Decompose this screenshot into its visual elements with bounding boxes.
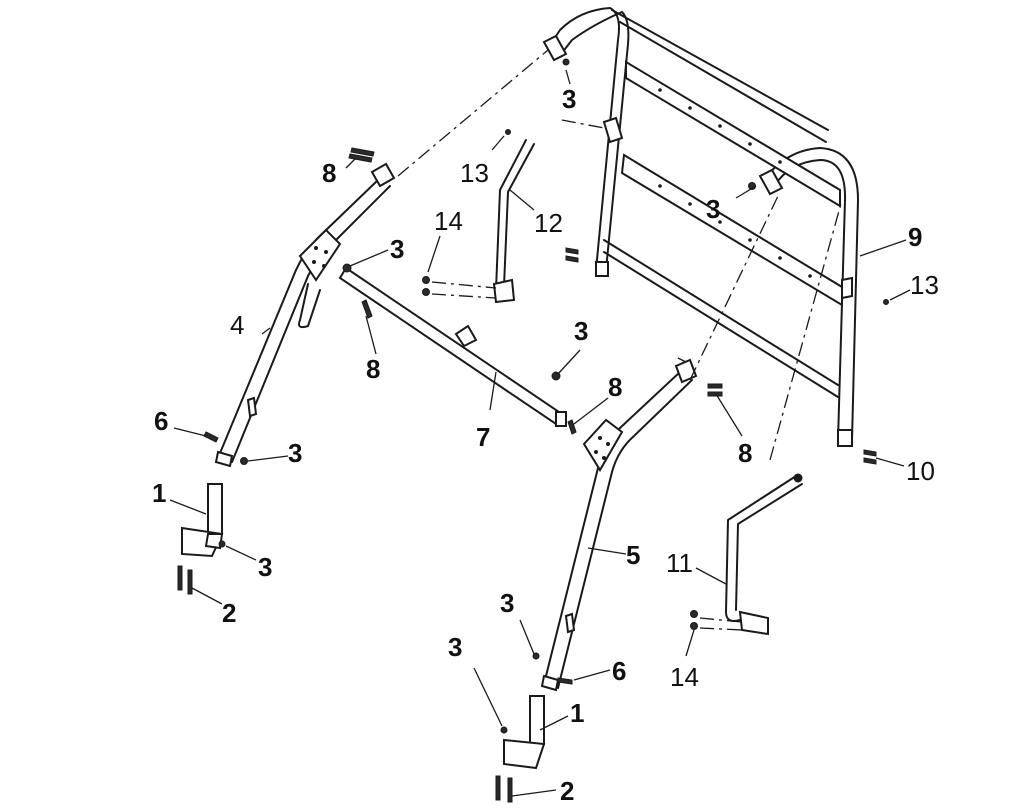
callout-3-left-lower: 3 bbox=[288, 438, 302, 468]
callout-7: 7 bbox=[476, 422, 490, 452]
callout-14-right: 14 bbox=[670, 662, 699, 692]
leader-lines bbox=[169, 69, 911, 797]
callout-11: 11 bbox=[666, 548, 693, 578]
callout-10: 10 bbox=[906, 456, 935, 486]
callout-labels: 3 13 12 14 8 3 4 8 3 8 7 3 9 13 8 10 6 3… bbox=[152, 84, 939, 806]
rear-hoop-part-9 bbox=[542, 7, 859, 447]
callout-5: 5 bbox=[626, 540, 640, 570]
callout-3-mid: 3 bbox=[574, 316, 588, 346]
callout-12: 12 bbox=[534, 208, 563, 238]
cross-bar-part-7 bbox=[338, 266, 567, 427]
callout-3-bottom-left: 3 bbox=[448, 632, 462, 662]
floor-bracket-right-part-1 bbox=[503, 695, 546, 770]
callout-13-right: 13 bbox=[910, 270, 939, 300]
callout-1-left: 1 bbox=[152, 478, 166, 508]
floor-bracket-left-part-1 bbox=[181, 483, 224, 558]
callout-8-mid-left: 8 bbox=[366, 354, 380, 384]
callout-4: 4 bbox=[230, 310, 244, 340]
callout-2-right: 2 bbox=[560, 776, 574, 806]
callout-8-right: 8 bbox=[738, 438, 752, 468]
callout-3-lower-mid: 3 bbox=[500, 588, 514, 618]
callout-9: 9 bbox=[908, 222, 922, 252]
callout-1-right: 1 bbox=[570, 698, 584, 728]
right-front-tube-part-5 bbox=[540, 358, 698, 692]
callout-14-left: 14 bbox=[434, 206, 463, 236]
callout-8-mid: 8 bbox=[608, 372, 622, 402]
callout-13-top: 13 bbox=[460, 158, 489, 188]
callout-6-left: 6 bbox=[154, 406, 168, 436]
hardware-fasteners bbox=[177, 58, 889, 803]
panel-holes bbox=[658, 88, 812, 278]
callout-2-left: 2 bbox=[222, 598, 236, 628]
callout-3-upper-left: 3 bbox=[390, 234, 404, 264]
callout-3-bracket-left: 3 bbox=[258, 552, 272, 582]
callout-3-top: 3 bbox=[562, 84, 576, 114]
grab-handle-part-11 bbox=[725, 473, 803, 636]
assembly-centerlines bbox=[397, 49, 843, 631]
left-front-tube-part-4 bbox=[214, 162, 396, 468]
callout-6-right: 6 bbox=[612, 656, 626, 686]
grab-handle-part-12 bbox=[492, 139, 535, 304]
callout-3-right-top: 3 bbox=[706, 194, 720, 224]
callout-8-upper-left: 8 bbox=[322, 158, 336, 188]
